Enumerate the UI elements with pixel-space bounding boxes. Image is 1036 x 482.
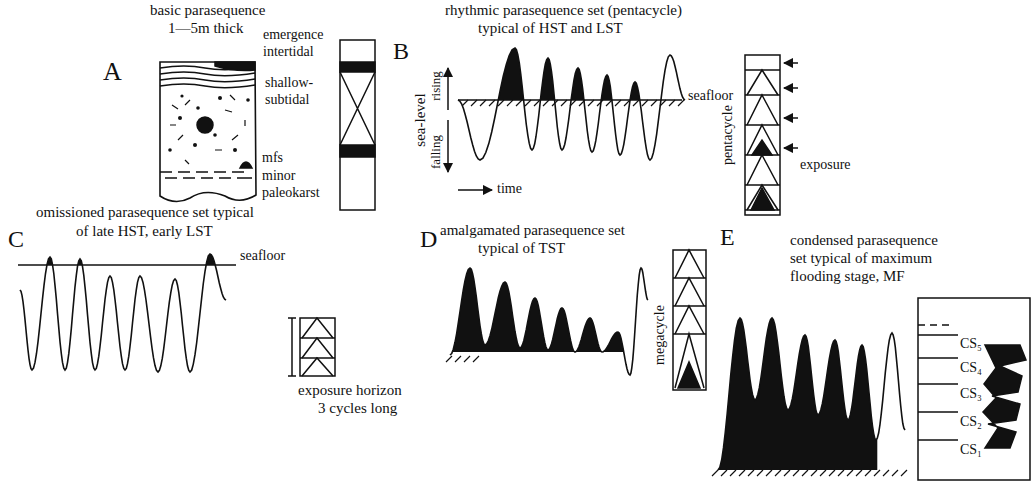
cycle-set-label: CS₃ [960,386,982,401]
panel-title: 1—5m thick [168,20,243,37]
axis-label: rising [429,71,443,101]
panel-letter: A [103,58,122,87]
seafloor-label: seafloor [688,88,733,103]
seafloor-hatch [446,356,479,362]
seafloor-hatch [462,100,684,106]
panel-title: set typical of maximum [790,250,932,267]
sea-level-curve [450,268,648,375]
panel-letter: D [420,226,437,252]
cycle-label: pentacycle [720,105,735,165]
note-label: 3 cycles long [318,400,397,417]
panel-title: condensed parasequence [790,232,938,249]
exposure-label: exposure [800,157,851,172]
panel-title: amalgamated parasequence set [440,222,625,239]
sea-level-curve [458,48,685,160]
cycle-set-label: CS₂ [960,414,982,429]
axis-label: time [497,181,522,196]
panel-title: flooding stage, MF [790,268,905,285]
cycle-set-label: CS₅ [960,336,982,351]
facies-label: intertidal [263,44,314,59]
facies-label: minor [262,168,295,183]
facies-label: shallow- [265,75,313,90]
panel-title: omissioned parasequence set typical [36,204,254,221]
seafloor-hatch [712,470,907,476]
cycle-set-label: CS₄ [960,360,982,375]
panel-letter: E [720,224,735,250]
axis-label: sea-level [412,93,429,146]
panel-letter: B [393,38,409,64]
cycle-label: megacycle [652,305,667,365]
facies-label: paleokarst [262,185,320,200]
facies-label: mfs [262,150,283,165]
panel-title: basic parasequence [150,2,265,19]
seafloor-label: seafloor [240,248,285,263]
note-label: exposure horizon [298,382,402,399]
panel-title: rhythmic parasequence set (pentacycle) [445,2,682,19]
panel-title: typical of TST [478,240,565,257]
panel-title: typical of HST and LST [478,20,623,37]
axis-label: falling [429,135,443,169]
sea-level-curve [718,318,905,470]
facies-label: emergence [263,27,323,42]
sea-level-curve [20,254,226,372]
flooded-fill [35,254,226,265]
cycle-set-label: CS₁ [960,442,982,457]
facies-label: subtidal [265,92,309,107]
panel-letter: C [8,226,24,252]
panel-title: of late HST, early LST [76,223,213,240]
